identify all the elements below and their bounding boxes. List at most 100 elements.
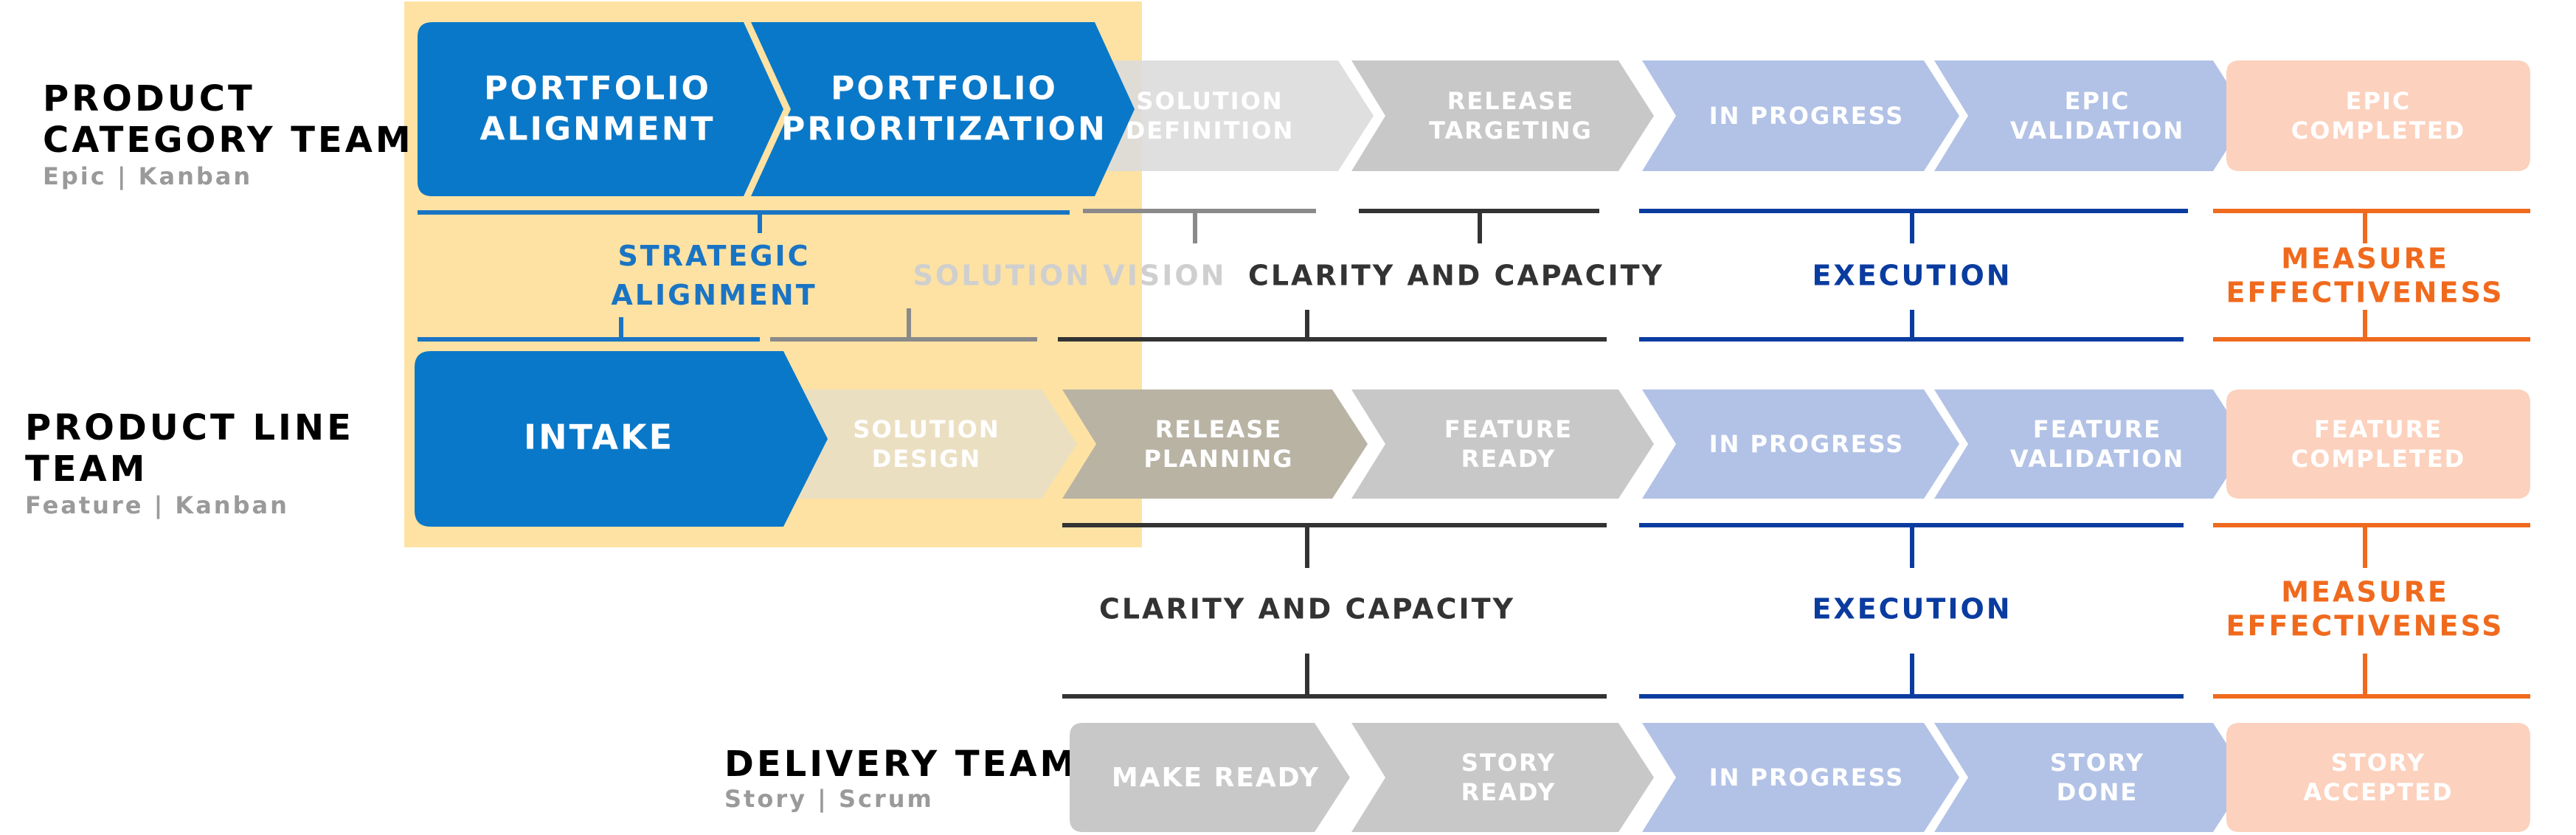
stage-feature-in-progress-shape <box>1642 389 1959 499</box>
stage-story-accepted-shape <box>2226 723 2530 832</box>
stage-feature-validation-shape <box>1934 389 2248 499</box>
product-line-team-title-line1: PRODUCT LINE <box>25 407 354 448</box>
stage-release-targeting-shape <box>1351 60 1654 171</box>
solution-vision-bracket-bottom <box>770 308 1037 342</box>
stage-feature-validation-label-line2: VALIDATION <box>2010 445 2184 473</box>
stage-portfolio-prioritization-shape <box>751 22 1135 196</box>
solution-vision-label: SOLUTION VISION <box>913 260 1227 292</box>
stage-story-in-progress-shape <box>1642 723 1959 832</box>
clarity-capacity-label-top-line1: CLARITY AND CAPACITY <box>1248 260 1664 292</box>
stage-story-accepted-label-line1: STORY <box>2331 749 2426 777</box>
clarity-bracket-mid-upper <box>1058 310 1607 342</box>
clarity-bracket-mid-lower <box>1062 523 1607 568</box>
stage-intake: INTAKE <box>415 351 828 527</box>
stage-story-in-progress: IN PROGRESS <box>1642 723 1959 832</box>
stage-epic-validation-label-line2: VALIDATION <box>2010 117 2184 145</box>
stage-solution-design-label-line2: DESIGN <box>872 445 981 473</box>
strategic-alignment-label-line2: ALIGNMENT <box>611 279 817 311</box>
strategic-bracket-bottom <box>418 317 760 342</box>
stage-story-in-progress-label-line1: IN PROGRESS <box>1709 763 1905 791</box>
product-line-team-subtitle: Feature | Kanban <box>25 491 289 520</box>
stage-story-done-label-line2: DONE <box>2057 778 2138 806</box>
execution-label-bottom: EXECUTION <box>1812 593 2012 626</box>
stage-epic-completed-label-line1: EPIC <box>2346 87 2411 115</box>
stage-release-targeting-label-line1: RELEASE <box>1447 87 1574 115</box>
product-category-team-title-line1: PRODUCT <box>43 78 255 119</box>
stage-make-ready-label-line1: MAKE READY <box>1112 763 1320 793</box>
phase-labels: STRATEGIC ALIGNMENT SOLUTION VISION CLARITY… <box>611 240 2504 642</box>
stage-make-ready-shape <box>1070 723 1350 832</box>
product-line-team-label: PRODUCT LINE TEAM Feature | Kanban <box>25 407 354 520</box>
solution-vision-label-line1: SOLUTION VISION <box>913 260 1227 292</box>
delivery-team-title: DELIVERY TEAM <box>724 744 1078 785</box>
stage-portfolio-prioritization-label-line2: PRIORITIZATION <box>781 111 1107 148</box>
stage-feature-ready-label-line1: FEATURE <box>1444 415 1573 443</box>
stage-solution-design-label-line1: SOLUTION <box>853 415 1000 443</box>
clarity-capacity-label-bottom-line1: CLARITY AND CAPACITY <box>1099 593 1515 626</box>
stage-feature-completed-label-line2: COMPLETED <box>2291 445 2465 473</box>
execution-bracket-top <box>1639 209 2188 243</box>
stage-release-planning-label-line2: PLANNING <box>1143 445 1293 473</box>
stage-release-planning-label-line1: RELEASE <box>1155 415 1282 443</box>
stage-story-ready-label-line2: READY <box>1461 778 1557 806</box>
measure-bracket-mid-upper <box>2213 310 2530 342</box>
measure-effectiveness-label-top-line1: MEASURE <box>2281 243 2449 275</box>
stage-epic-completed-label-line2: COMPLETED <box>2291 117 2465 145</box>
phase-brackets <box>418 209 2530 699</box>
stage-story-done-label-line1: STORY <box>2050 749 2144 777</box>
stage-solution-definition-label-line2: DEFINITION <box>1126 117 1295 145</box>
stage-portfolio-alignment-shape <box>418 22 783 196</box>
measure-bracket-bottom <box>2213 654 2530 699</box>
stage-feature-in-progress: IN PROGRESS <box>1642 389 1959 499</box>
stage-epic-in-progress: IN PROGRESS <box>1642 60 1959 171</box>
execution-label-top-line1: EXECUTION <box>1812 260 2012 292</box>
strategic-alignment-label-line1: STRATEGIC <box>617 240 810 272</box>
stage-epic-validation-shape <box>1934 60 2248 171</box>
stage-portfolio-prioritization-label-line1: PORTFOLIO <box>831 70 1058 108</box>
execution-label-bottom-line1: EXECUTION <box>1812 593 2012 626</box>
stage-make-ready: MAKE READY <box>1070 723 1350 832</box>
stage-story-accepted-label-line2: ACCEPTED <box>2303 778 2453 806</box>
stage-feature-completed-label-line1: FEATURE <box>2314 415 2442 443</box>
measure-effectiveness-label-bottom-line1: MEASURE <box>2281 576 2449 609</box>
stage-feature-ready-shape <box>1351 389 1654 499</box>
measure-bracket-mid-lower <box>2213 523 2530 568</box>
product-line-team-title-line2: TEAM <box>25 448 148 490</box>
stage-portfolio-alignment-label-line2: ALIGNMENT <box>479 111 715 148</box>
stage-release-planning-shape <box>1062 389 1368 499</box>
stage-intake-label-line1: INTAKE <box>524 418 674 457</box>
stage-story-ready-label-line1: STORY <box>1461 749 1556 777</box>
stage-epic-validation-label-line1: EPIC <box>2065 87 2130 115</box>
clarity-bracket-bottom <box>1062 654 1607 699</box>
solution-vision-bracket-top <box>1083 209 1316 243</box>
strategic-bracket-top <box>418 210 1070 233</box>
stage-intake-shape <box>415 351 828 527</box>
stage-portfolio-alignment-label-line1: PORTFOLIO <box>484 70 711 108</box>
execution-bracket-mid-lower <box>1639 523 2184 568</box>
stage-epic-in-progress-shape <box>1642 60 1959 171</box>
stage-feature-validation-label-line1: FEATURE <box>2033 415 2161 443</box>
stage-story-done-shape <box>1934 723 2248 832</box>
measure-bracket-top <box>2213 209 2530 243</box>
clarity-capacity-label-bottom: CLARITY AND CAPACITY <box>1099 593 1515 626</box>
product-category-team-title-line2: CATEGORY TEAM <box>43 119 414 161</box>
stage-feature-ready-label-line2: READY <box>1461 445 1557 473</box>
measure-effectiveness-label-bottom-line2: EFFECTIVENESS <box>2226 609 2504 642</box>
stage-epic-completed-shape <box>2226 60 2530 171</box>
stage-feature-in-progress-label-line1: IN PROGRESS <box>1709 430 1905 458</box>
stage-release-targeting-label-line2: TARGETING <box>1429 117 1593 145</box>
